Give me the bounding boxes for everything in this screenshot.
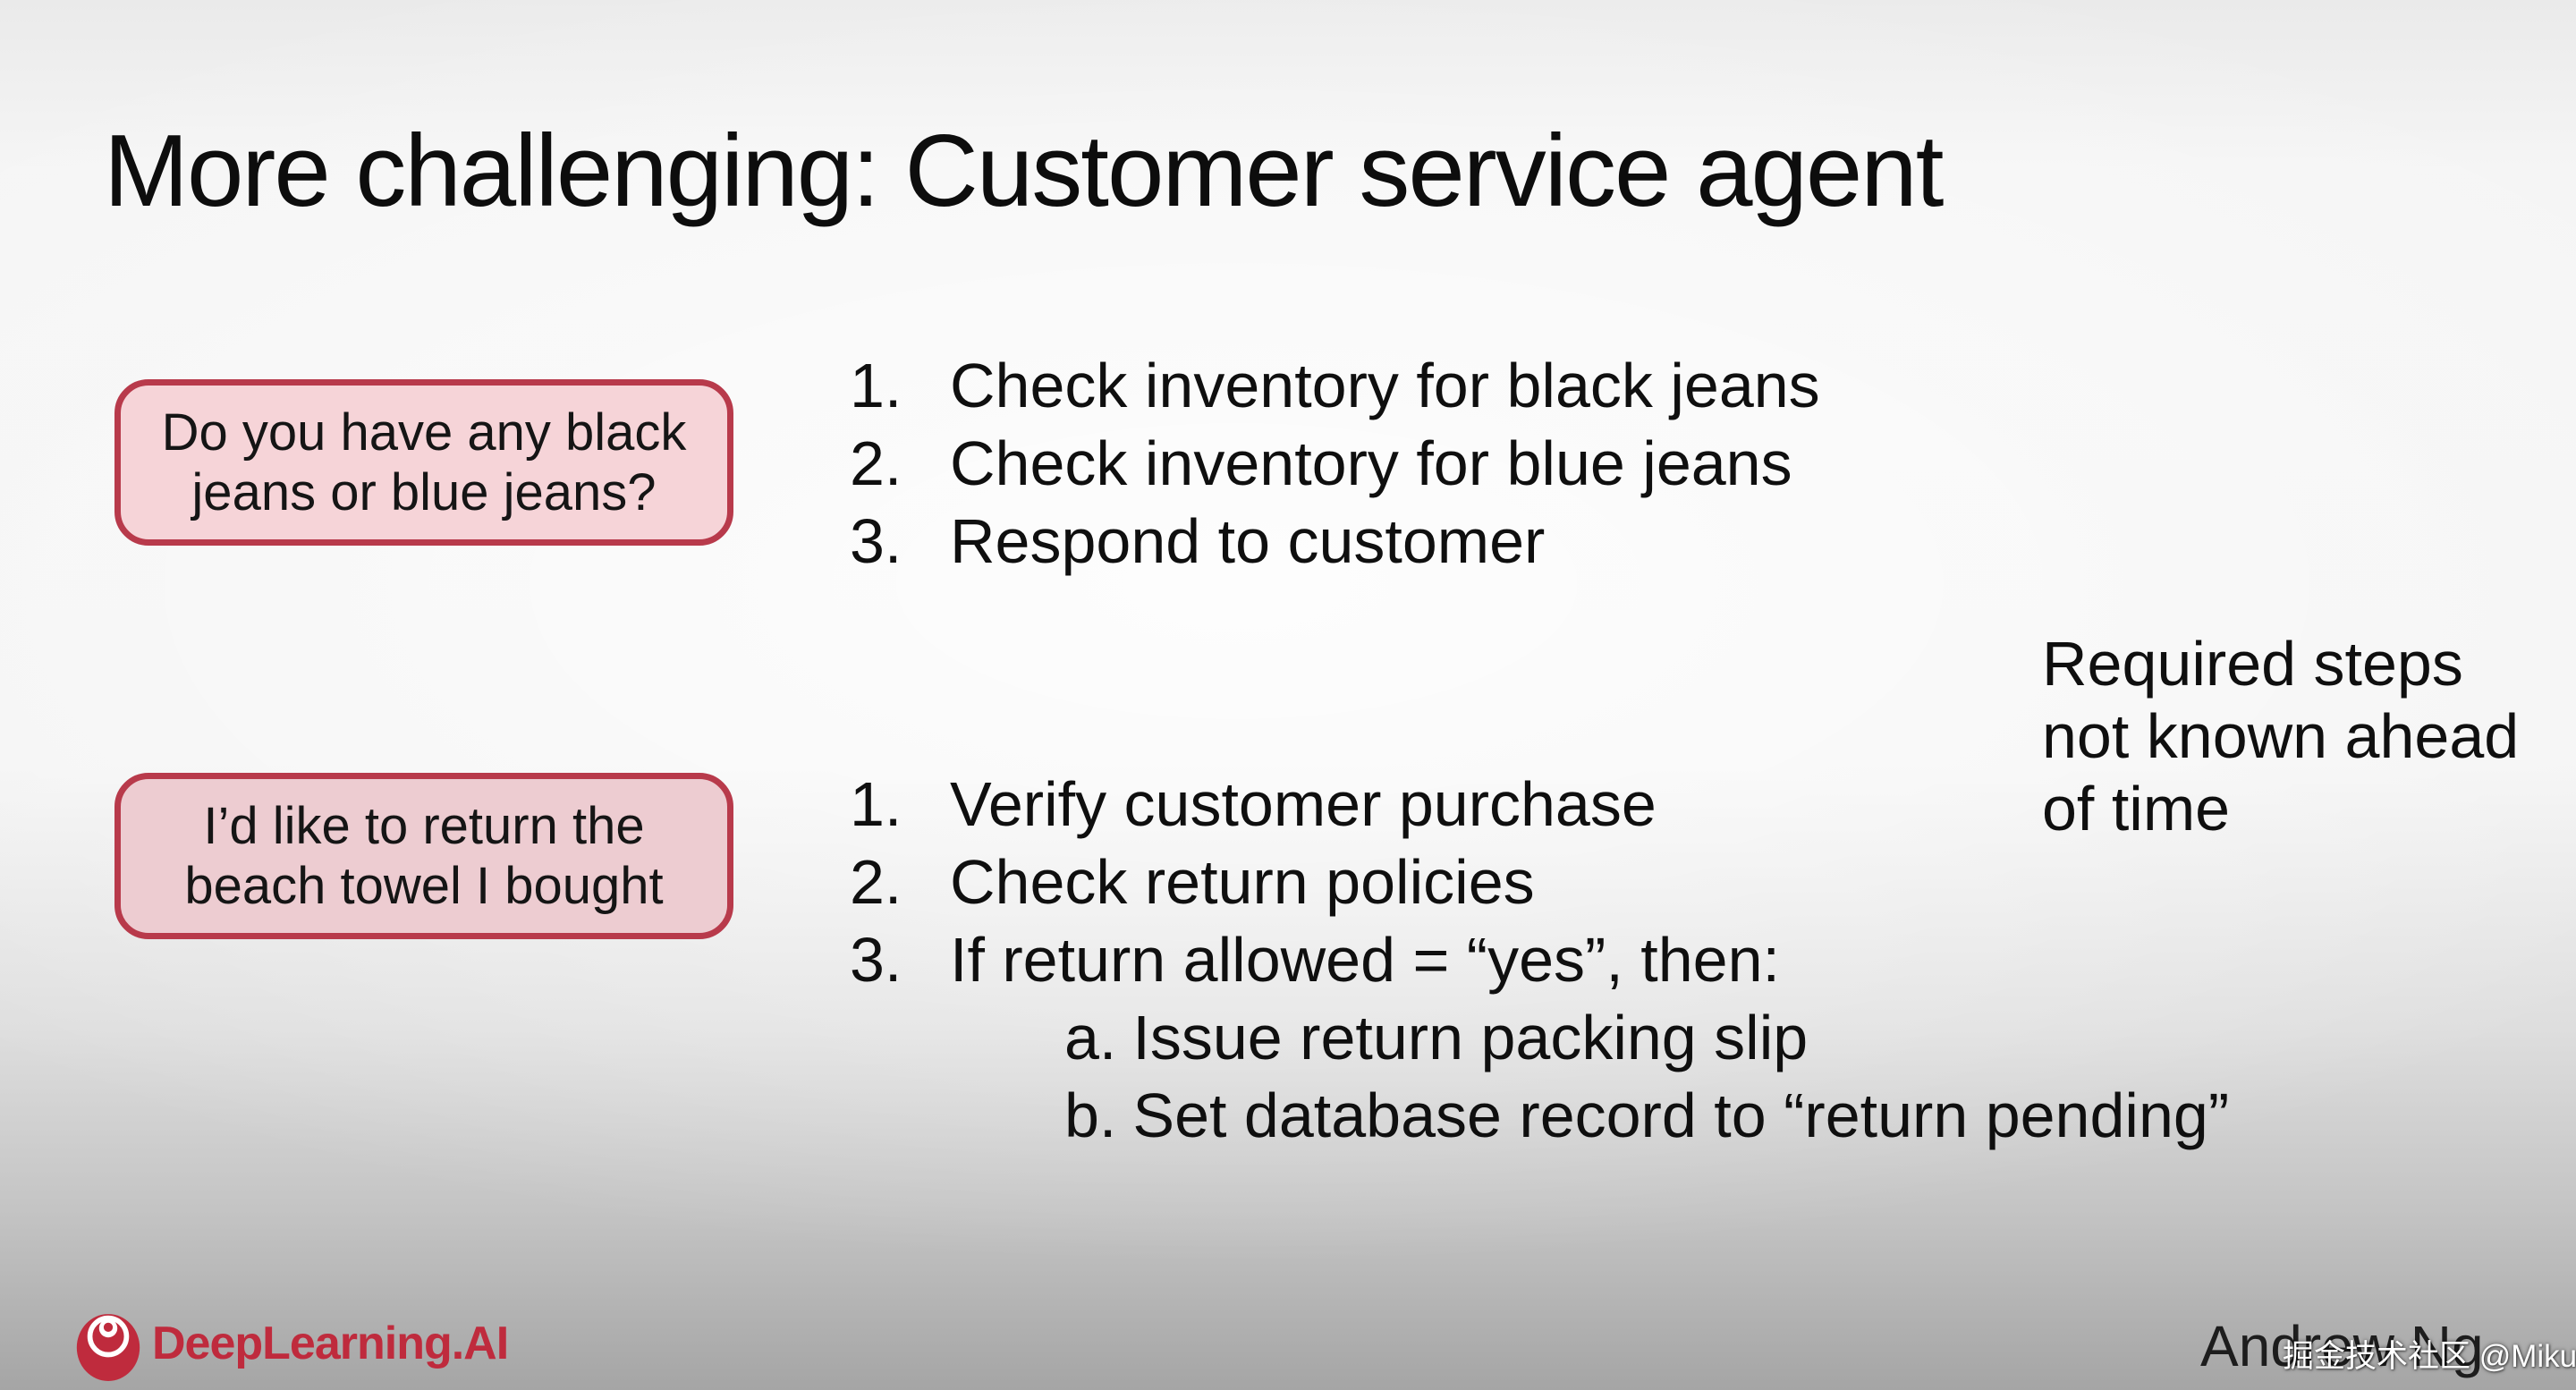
bubble-text-line: Do you have any black bbox=[161, 403, 687, 462]
list-item: 3. Respond to customer bbox=[850, 503, 1820, 581]
deeplearning-ai-logo: DeepLearning.AI bbox=[75, 1306, 509, 1381]
note-line: of time bbox=[2042, 774, 2231, 843]
customer-message-bubble-return: I’d like to return the beach towel I bou… bbox=[114, 773, 733, 939]
side-note: Required steps not known ahead of time bbox=[2042, 628, 2519, 845]
note-line: Required steps bbox=[2042, 629, 2463, 699]
list-text: Check inventory for black jeans bbox=[950, 351, 1820, 420]
steps-list-return: 1. Verify customer purchase 2. Check ret… bbox=[850, 766, 2229, 1155]
steps-list-jeans: 1. Check inventory for black jeans 2. Ch… bbox=[850, 347, 1820, 581]
deeplearning-logo-text: DeepLearning.AI bbox=[152, 1318, 509, 1369]
list-text: Respond to customer bbox=[950, 506, 1546, 576]
list-sub-letter: b. bbox=[1064, 1081, 1117, 1150]
author-name: Andrew Ng bbox=[2200, 1314, 2484, 1378]
list-item: 3. If return allowed = “yes”, then: bbox=[850, 921, 2229, 999]
list-number: 2. bbox=[850, 847, 902, 917]
list-item: 2. Check return policies bbox=[850, 843, 2229, 921]
list-text: Check inventory for blue jeans bbox=[950, 428, 1792, 498]
page-title: More challenging: Customer service agent bbox=[104, 114, 1944, 229]
list-number: 2. bbox=[850, 428, 902, 498]
customer-message-bubble-jeans: Do you have any black jeans or blue jean… bbox=[114, 379, 733, 546]
list-text: Check return policies bbox=[950, 847, 1535, 917]
watermark-text: 掘金技术社区 @Miku16 bbox=[2283, 1339, 2576, 1374]
list-number: 1. bbox=[850, 351, 902, 420]
bubble-text-line: beach towel I bought bbox=[184, 857, 664, 915]
list-number: 1. bbox=[850, 769, 902, 839]
list-number: 3. bbox=[850, 506, 902, 576]
list-number: 3. bbox=[850, 925, 902, 995]
bubble-text-line: I’d like to return the bbox=[203, 797, 645, 855]
list-item: 2. Check inventory for blue jeans bbox=[850, 425, 1820, 503]
list-subitem: b. Set database record to “return pendin… bbox=[850, 1077, 2229, 1155]
list-text: Verify customer purchase bbox=[950, 769, 1657, 839]
bubble-text-line: jeans or blue jeans? bbox=[191, 463, 657, 521]
list-text: Issue return packing slip bbox=[1132, 1003, 1809, 1072]
list-text: If return allowed = “yes”, then: bbox=[950, 925, 1780, 995]
note-line: not known ahead bbox=[2042, 701, 2520, 771]
list-text: Set database record to “return pending” bbox=[1132, 1081, 2230, 1150]
list-item: 1. Check inventory for black jeans bbox=[850, 347, 1820, 425]
list-sub-letter: a. bbox=[1064, 1003, 1117, 1072]
list-subitem: a. Issue return packing slip bbox=[850, 999, 2229, 1077]
deeplearning-logo-icon bbox=[76, 1314, 140, 1381]
list-item: 1. Verify customer purchase bbox=[850, 766, 2229, 843]
